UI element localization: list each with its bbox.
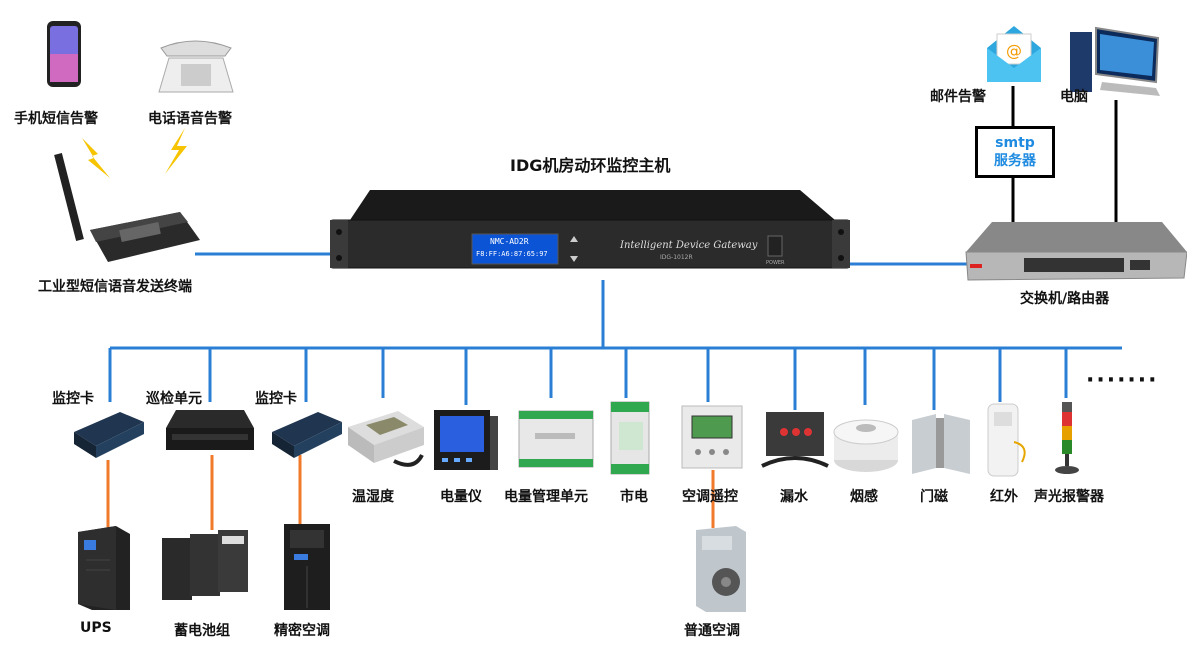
normal-ac-device[interactable] — [692, 526, 748, 614]
infrared-sensor-device[interactable] — [984, 402, 1030, 478]
monitor-card-label-1: 监控卡 — [52, 391, 94, 407]
phone-voice-alarm-label: 电话语音告警 — [148, 111, 232, 127]
email-alarm-label: 邮件告警 — [930, 89, 986, 105]
computer-label: 电脑 — [1060, 89, 1088, 105]
monitor-card-device[interactable] — [72, 402, 144, 460]
brand-text: Intelligent Device Gateway — [620, 240, 758, 251]
battery-bank-device[interactable] — [160, 528, 252, 602]
device-label-ac-remote: 空调遥控 — [682, 489, 738, 505]
industrial-terminal-device[interactable] — [50, 150, 200, 270]
battery-bank-label: 蓄电池组 — [174, 623, 230, 639]
lightning-icon — [78, 138, 112, 178]
host-device[interactable]: NMC-AD2R F8:FF:A6:87:65:97 Intelligent D… — [330, 180, 850, 272]
mobile-phone-icon — [46, 20, 82, 88]
precision-ac-label: 精密空调 — [274, 623, 330, 639]
ups-label: UPS — [80, 620, 112, 636]
phone-sms-alarm-label: 手机短信告警 — [14, 111, 98, 127]
monitor-card-label-2: 监控卡 — [255, 391, 297, 407]
water-leak-sensor-device[interactable] — [760, 410, 830, 476]
precision-ac-device[interactable] — [280, 522, 334, 612]
ac-remote-controller-device[interactable] — [680, 404, 746, 470]
power-management-unit-device[interactable] — [515, 405, 597, 473]
device-label-siren: 声光报警器 — [1034, 489, 1104, 505]
display-line-2: F8:FF:A6:87:65:97 — [476, 250, 548, 258]
device-label-mains: 市电 — [620, 489, 648, 505]
industrial-terminal-label: 工业型短信语音发送终端 — [38, 279, 192, 295]
temp-humidity-sensor-device[interactable] — [344, 405, 426, 475]
power-text: POWER — [766, 260, 785, 266]
device-label-power-meter: 电量仪 — [440, 489, 482, 505]
network-switch-device[interactable] — [962, 222, 1187, 284]
svg-text:@: @ — [1006, 41, 1022, 60]
email-icon: @ — [985, 22, 1043, 84]
server-label: 服务器 — [994, 153, 1036, 169]
display-line-1: NMC-AD2R — [490, 237, 529, 246]
lightning-icon — [163, 128, 191, 174]
device-label-door-magnet: 门磁 — [920, 489, 948, 505]
patrol-unit-label: 巡检单元 — [146, 391, 202, 407]
device-label-power-mgmt: 电量管理单元 — [504, 489, 588, 505]
computer-icon — [1066, 24, 1166, 100]
device-label-smoke: 烟感 — [850, 489, 878, 505]
model-text: IDG-1012R — [660, 254, 693, 261]
device-label-water-leak: 漏水 — [780, 489, 808, 505]
smoke-detector-device[interactable] — [832, 402, 900, 478]
more-devices-ellipsis: ······· — [1086, 368, 1159, 393]
telephone-icon — [155, 38, 237, 96]
device-label-infrared: 红外 — [990, 489, 1018, 505]
mains-power-module-device[interactable] — [605, 398, 655, 478]
patrol-unit-device[interactable] — [166, 404, 254, 456]
host-title: IDG机房动环监控主机 — [510, 156, 671, 175]
switch-router-label: 交换机/路由器 — [1020, 291, 1110, 307]
door-magnet-sensor-device[interactable] — [910, 412, 974, 476]
monitor-card-device[interactable] — [270, 402, 342, 460]
smtp-server-box[interactable]: smtp 服务器 — [975, 126, 1055, 178]
device-label-temp-humidity: 温湿度 — [352, 489, 394, 505]
normal-ac-label: 普通空调 — [684, 623, 740, 639]
smtp-label: smtp — [995, 135, 1035, 151]
power-meter-device[interactable] — [432, 408, 500, 474]
siren-alarm-device[interactable] — [1052, 400, 1084, 478]
ups-device[interactable] — [76, 526, 132, 612]
